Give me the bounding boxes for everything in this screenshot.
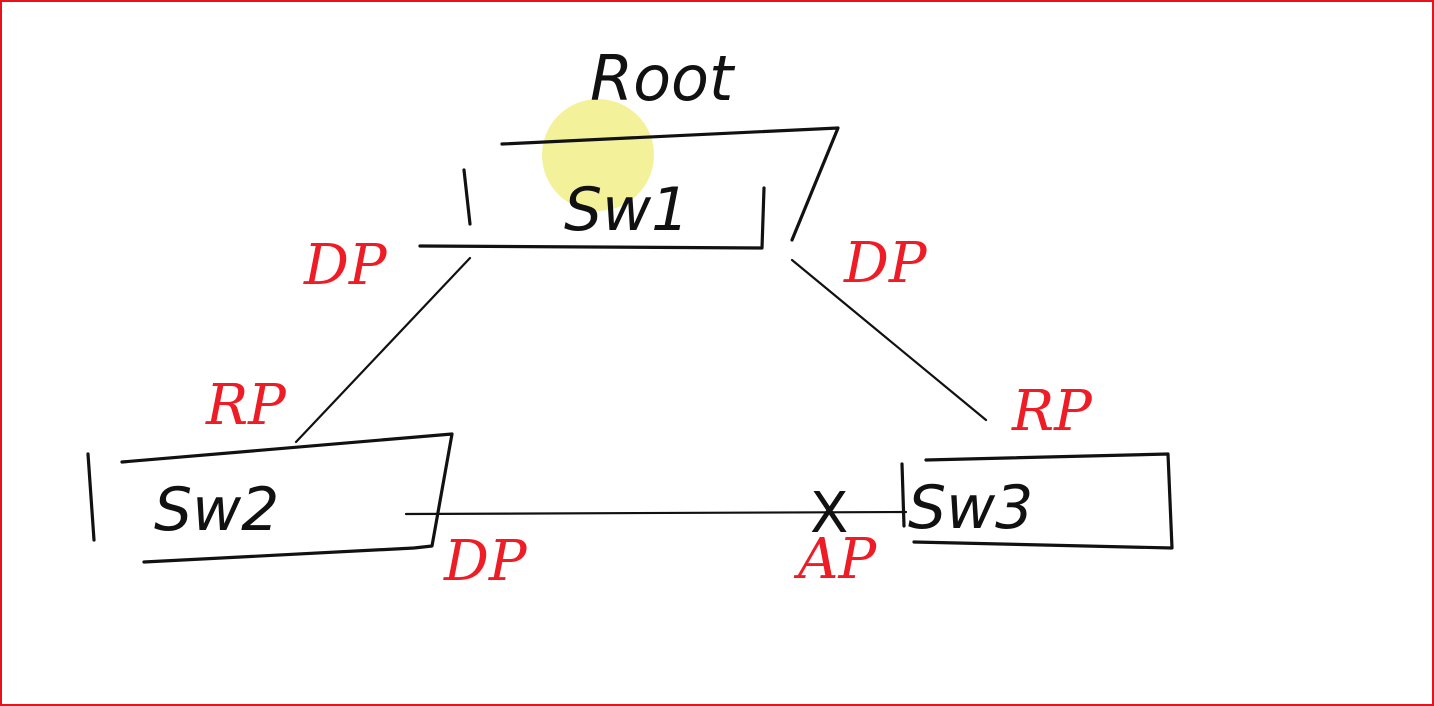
sw2-box xyxy=(86,432,454,564)
cursor-highlight xyxy=(542,99,654,211)
sw1-box xyxy=(418,126,840,250)
switch-sw1: Sw1 xyxy=(418,126,840,250)
root-label: Root xyxy=(590,42,736,115)
port-label-sw3-top: RP xyxy=(1011,379,1093,444)
link-sw1-sw3 xyxy=(790,258,988,422)
port-label-sw3-left: AP xyxy=(793,527,877,592)
link-sw1-sw2 xyxy=(294,256,472,444)
link-sw2-sw3 xyxy=(404,510,908,516)
port-label-sw1-right: DP xyxy=(843,231,928,296)
sw2-label: Sw2 xyxy=(154,475,279,545)
sw3-box xyxy=(900,452,1174,550)
blocked-port-marker: X xyxy=(810,481,848,546)
sw1-label: Sw1 xyxy=(564,175,689,245)
switch-sw3: Sw3 xyxy=(900,452,1174,550)
port-label-sw2-right: DP xyxy=(443,529,528,594)
switch-sw2: Sw2 xyxy=(86,432,454,564)
port-label-sw1-left: DP xyxy=(303,233,388,298)
port-label-sw2-top: RP xyxy=(205,373,287,438)
sw3-label: Sw3 xyxy=(908,473,1033,543)
